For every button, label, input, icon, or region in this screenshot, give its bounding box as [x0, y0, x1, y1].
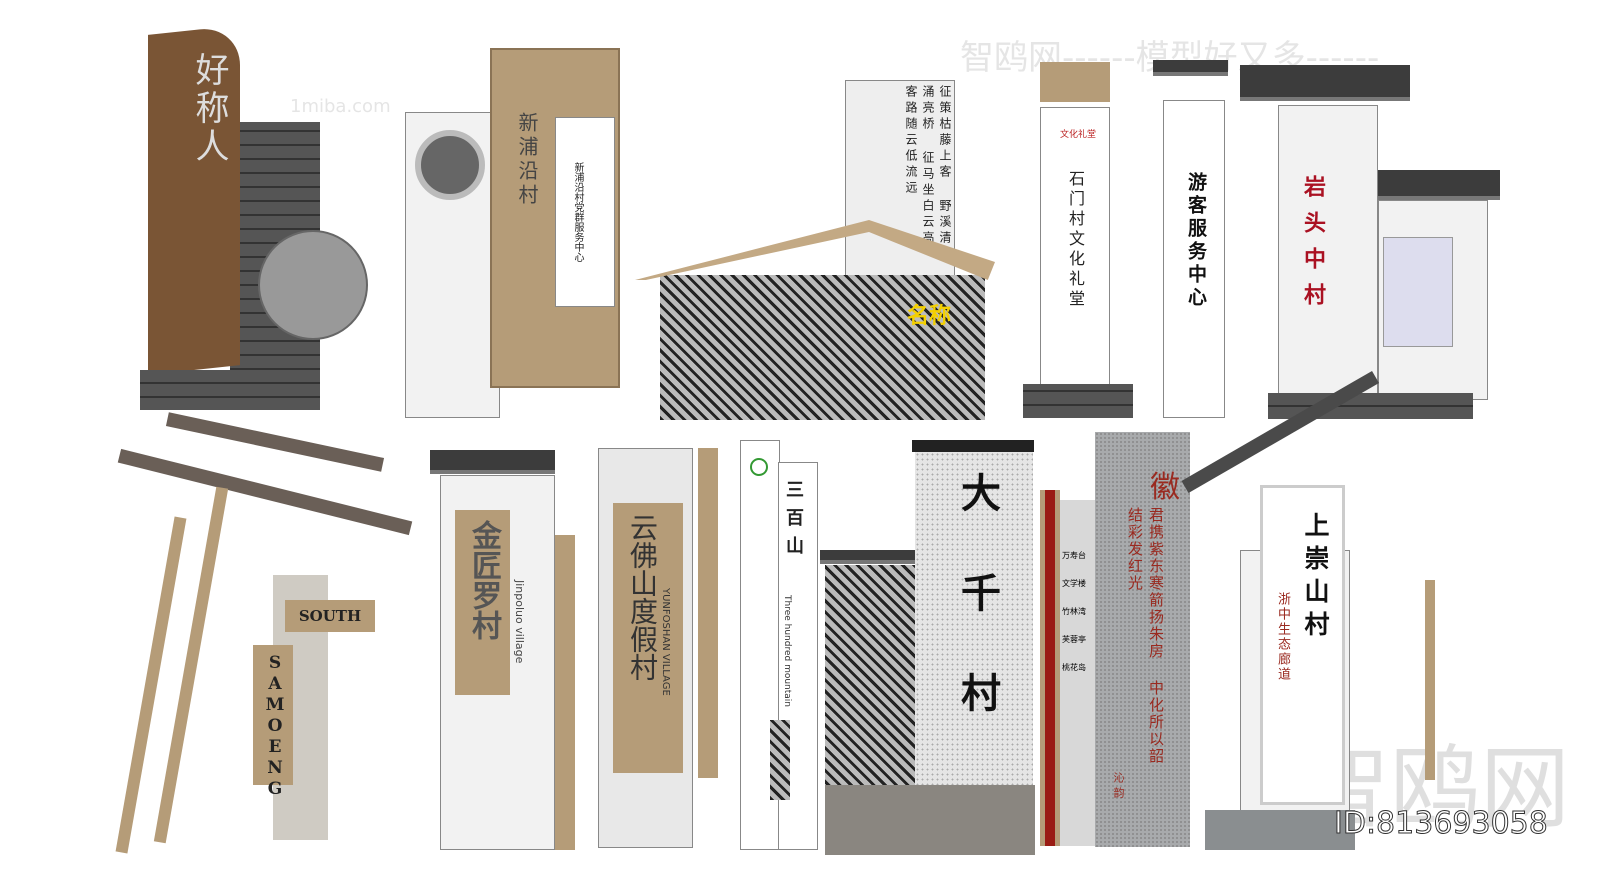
sign-text: 好称人	[189, 52, 229, 166]
directory-item: 文学楼	[1062, 579, 1086, 588]
south-sign: SOUTH	[285, 600, 375, 632]
directory-item: 芙蓉亭	[1062, 635, 1086, 644]
calligraphy-text: 君携紫东寒箭扬朱房 中化所以韶结彩发红光	[1126, 507, 1165, 765]
map-panel	[1383, 237, 1453, 347]
sign-en-text: Three hundred mountain	[782, 595, 792, 708]
sign-en-text: YUNFOSHAN VILLAGE	[660, 588, 671, 696]
sign-text: 石门村文化礼堂	[1066, 170, 1085, 310]
sign-visitor-center: 游客服务中心	[1148, 60, 1233, 418]
millstone-icon	[258, 230, 368, 340]
sign-sanbaishan: 三百山 Three hundred mountain	[740, 440, 820, 850]
logo-icon	[750, 458, 768, 476]
watermark-site: 1miba.com	[290, 96, 391, 117]
sign-text: 新浦沿村	[515, 112, 539, 208]
sign-subtitle: 浙中生态廊道	[1275, 592, 1290, 682]
panel-text: 新浦沿村党群服务中心	[572, 162, 583, 262]
seal: 文化礼堂	[1060, 130, 1097, 140]
poem-text: 征策枯藤上客 野溪清浅涌亮桥 征马坐白云高 客路随云低流远	[904, 85, 952, 263]
sign-shangchongshan: 上崇山村 浙中生态廊道	[1181, 370, 1495, 850]
image-id: ID:813693058	[1334, 806, 1549, 842]
sign-samoeng: SOUTH SAMOENG	[105, 412, 415, 855]
directory-item: 竹林湾	[1062, 607, 1086, 616]
sign-xinpuyan: 新浦沿村 新浦沿村党群服务中心	[395, 42, 630, 418]
sign-text: 云佛山度假村	[626, 513, 659, 681]
sign-text: 游客服务中心	[1185, 172, 1207, 310]
sign-shimen: 文化礼堂 石门村文化礼堂	[1015, 62, 1140, 418]
directory-item: 万寿台	[1062, 551, 1086, 560]
sign-text: 上崇山村	[1301, 512, 1330, 644]
sign-text: 三百山	[783, 480, 804, 564]
sign-text: 大千村	[954, 472, 1001, 772]
sign-yunfoshan: 云佛山度假村 YUNFOSHAN VILLAGE	[598, 448, 723, 848]
sign-huizhou-wall: 征策枯藤上客 野溪清浅涌亮桥 征马坐白云高 客路随云低流远 名称	[635, 60, 995, 420]
sign-stone-calligraphy: 徽 君携紫东寒箭扬朱房 中化所以韶结彩发红光 沁韵	[1095, 432, 1190, 847]
sign-daqian: 大千村	[820, 440, 1035, 855]
sign-yantou: 岩头中村	[1240, 65, 1500, 420]
samoeng-sign: SAMOENG	[253, 645, 293, 800]
sign-text: 金匠罗村	[466, 520, 501, 640]
sign-jinpoluo: 金匠罗村 Jinpoluo village	[425, 430, 580, 850]
directory-list: 万寿台 文学楼 竹林湾 芙蓉亭 桃花岛	[1062, 550, 1096, 673]
sign-directory: 万寿台 文学楼 竹林湾 芙蓉亭 桃花岛	[1040, 490, 1095, 846]
directory-item: 桃花岛	[1062, 663, 1086, 672]
sign-haochenren: 好称人	[140, 25, 370, 410]
sign-text: 岩头中村	[1300, 175, 1326, 319]
title-char: 徽	[1150, 470, 1180, 505]
signature: 沁韵	[1112, 772, 1125, 802]
name-text: 名称	[907, 303, 952, 329]
sign-en-text: Jinpoluo village	[513, 580, 526, 664]
